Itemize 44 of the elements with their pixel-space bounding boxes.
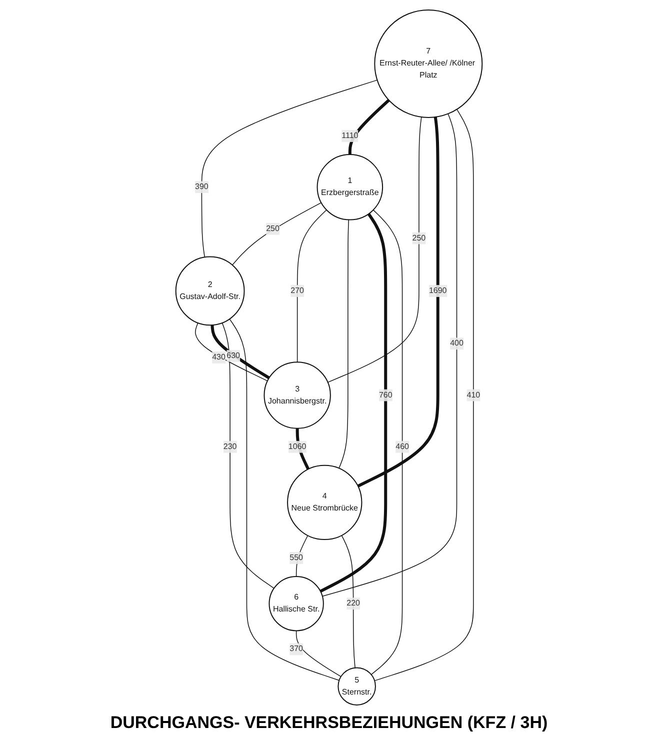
edge-label: 270 [290,286,304,295]
connector [348,99,390,154]
edge-label: 550 [290,554,303,562]
edge-label: 1060 [288,442,306,451]
edge-label: 400 [450,339,464,348]
edge-label: 250 [412,234,426,242]
connector [322,113,458,597]
diagram-title: DURCHGANGS- VERKEHRSBEZIEHUNGEN (KFZ / 3H) [110,713,548,733]
connector [296,428,310,470]
connector [296,535,308,577]
connector [338,219,350,469]
connector [229,318,340,681]
connector [327,116,422,383]
connector [357,116,440,488]
node-circle: 3 Johannisbergstr. [264,362,331,429]
edge-label: 630 [226,351,240,360]
node-circle: 6 Hallische Str. [268,576,324,632]
connector [201,80,378,258]
connector [195,322,268,382]
edge-label: 390 [195,182,208,192]
node-circle: 2 Gustav-Adolf-Str. [175,256,245,326]
edge-label: 460 [396,442,409,451]
edge-label: 370 [290,644,303,654]
edge-label: 410 [466,390,480,400]
connector [341,535,356,668]
edge-label: 1110 [342,131,358,140]
connector [232,202,322,266]
edge-label: 1690 [428,286,447,295]
node-circle: 5 Sternstr. [338,667,376,706]
connector [222,322,274,589]
connector [296,630,342,677]
node-circle: 7 Ernst-Reuter-Allee/ /Kölner Platz [374,10,483,118]
node-circle: 1 Erzbergerstraße [316,154,384,220]
node-circle: 4 Neue Strombrücke [287,464,362,540]
edge-label: 230 [223,442,237,451]
connector [296,210,327,363]
connector [210,325,270,380]
edge-label: 760 [378,390,392,400]
connector [370,210,403,675]
edge-label: 220 [346,599,360,608]
edge-label: 250 [266,224,280,233]
connector [374,108,474,682]
edge-label: 430 [212,352,226,362]
connector [320,213,388,593]
